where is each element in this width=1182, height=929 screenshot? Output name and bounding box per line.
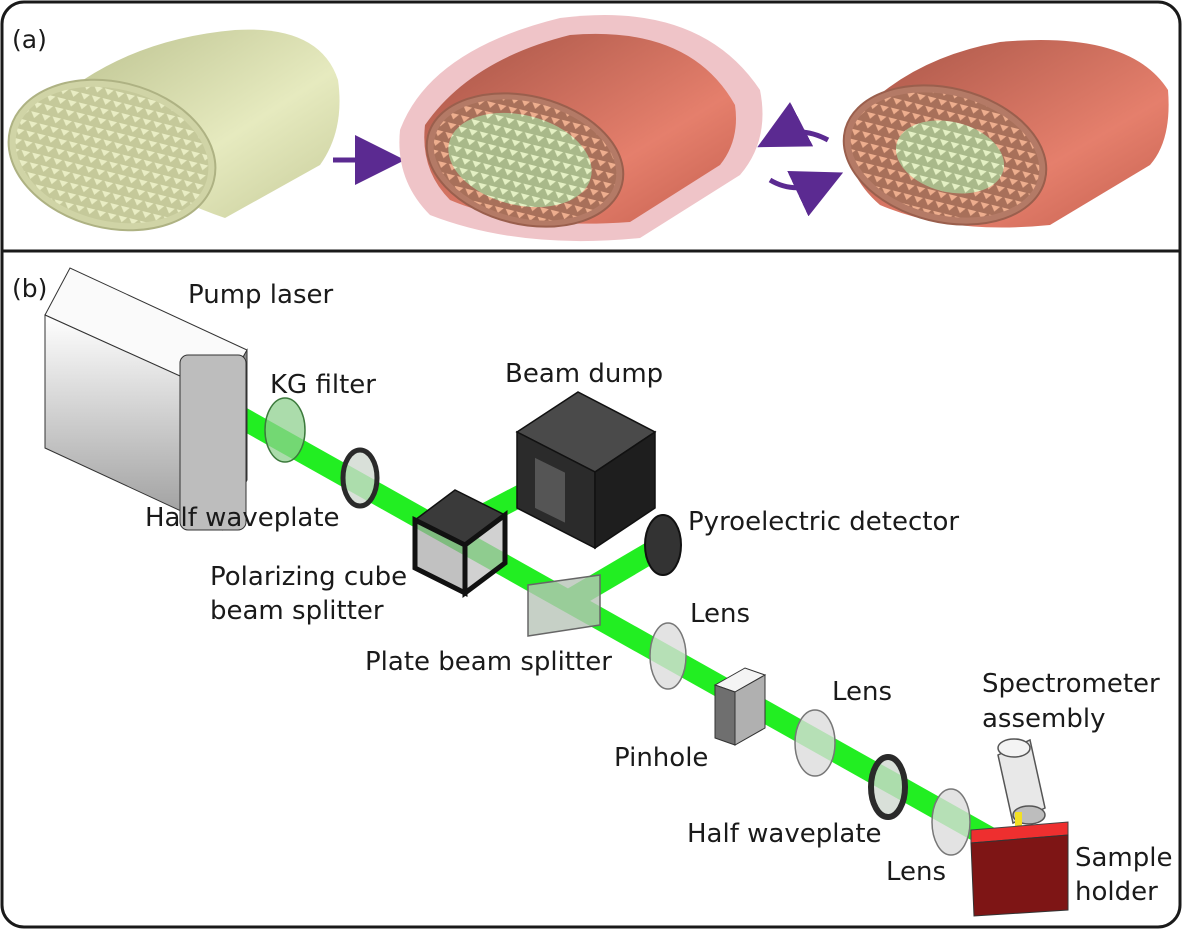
cycle-arrow-right-icon: [768, 171, 844, 217]
panel-a-label: (a): [12, 25, 47, 54]
plate-beam-splitter: [527, 574, 601, 637]
label-half-waveplate-1: Half waveplate: [145, 503, 340, 533]
panel-b-label: (b): [12, 274, 47, 303]
label-lens-1: Lens: [690, 599, 750, 629]
pristine-monolith: [7, 29, 340, 232]
label-sample-holder-2: holder: [1075, 877, 1158, 907]
half-waveplate-2: [868, 754, 908, 820]
lens-3: [931, 788, 971, 856]
label-pump-laser: Pump laser: [188, 280, 333, 310]
kg-filter: [264, 397, 306, 463]
label-plate-beam-splitter: Plate beam splitter: [365, 647, 612, 677]
sample-holder: [970, 821, 1069, 917]
panel-b: (b): [12, 267, 1173, 917]
label-beam-dump: Beam dump: [505, 359, 663, 389]
label-polarizing-cube-1: Polarizing cube: [210, 562, 407, 592]
pump-laser: [44, 267, 248, 531]
label-polarizing-cube-2: beam splitter: [210, 596, 384, 626]
pyroelectric-detector: [644, 514, 682, 576]
beam-dump: [515, 391, 657, 550]
cycled-monolith: [842, 40, 1169, 228]
label-pinhole: Pinhole: [614, 743, 708, 773]
label-spectrometer-1: Spectrometer: [982, 669, 1160, 699]
pinhole: [713, 667, 767, 746]
label-lens-2: Lens: [832, 677, 892, 707]
spectrometer-assembly: [997, 738, 1046, 826]
cycle-arrow-left-icon: [757, 101, 830, 148]
label-sample-holder-1: Sample: [1075, 843, 1173, 873]
label-pyroelectric-detector: Pyroelectric detector: [688, 507, 959, 537]
label-spectrometer-2: assembly: [982, 704, 1105, 734]
label-half-waveplate-2: Half waveplate: [687, 819, 882, 849]
coated-monolith-with-shell: [399, 15, 763, 242]
lens-1: [649, 622, 687, 690]
polarizing-cube-beam-splitter: [412, 489, 508, 598]
half-waveplate-1: [340, 447, 380, 509]
lens-2: [794, 709, 836, 777]
label-kg-filter: KG filter: [270, 370, 376, 400]
panel-a: (a): [7, 15, 1169, 242]
label-lens-3: Lens: [886, 857, 946, 887]
